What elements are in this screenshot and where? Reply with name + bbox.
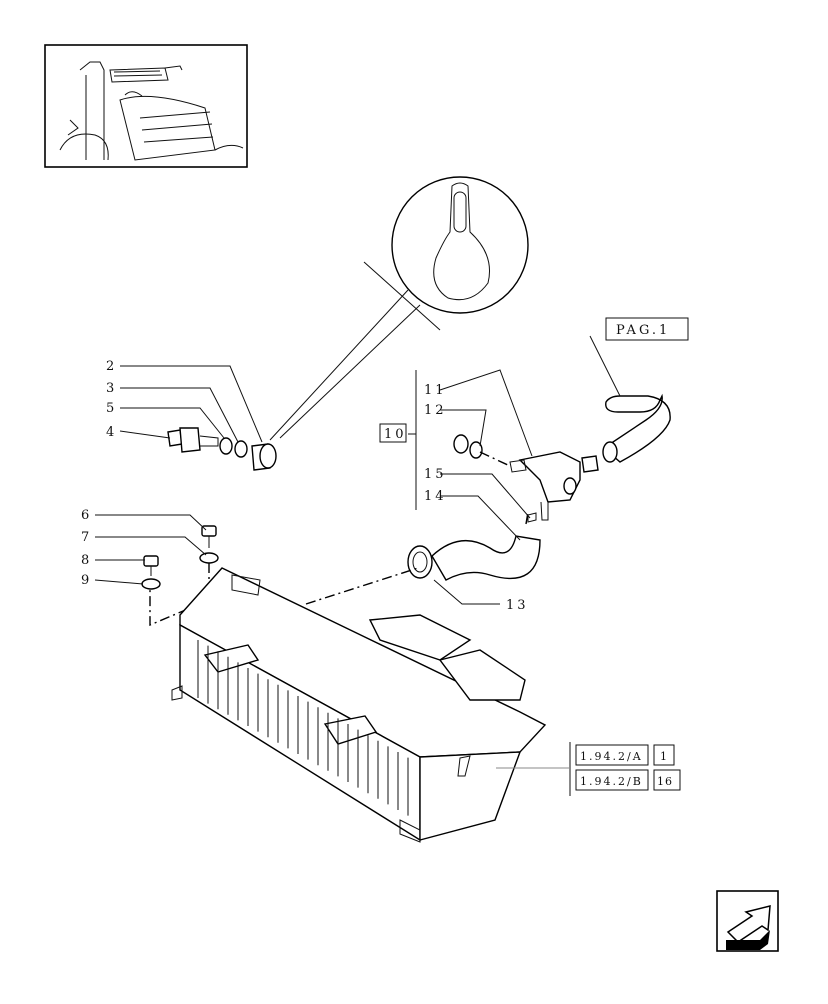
callout-7: 7: [81, 530, 92, 545]
fasteners: [141, 525, 219, 590]
cross-ref-1-qty: 1: [660, 750, 670, 763]
assembly-leaders: [149, 451, 529, 627]
callout-4: 4: [106, 425, 117, 440]
sensor-assembly: [167, 427, 277, 471]
hose-lower: [407, 535, 541, 581]
callout-14: 14: [424, 489, 447, 504]
cross-ref-2-qty: 16: [657, 775, 673, 788]
cross-ref-2: 1.94.2/B: [580, 775, 643, 788]
magnified-detail: [269, 176, 529, 441]
callout-leaders: [94, 365, 571, 796]
hose-upper: [589, 335, 671, 463]
callout-3: 3: [106, 381, 117, 396]
callout-11: 11: [424, 383, 447, 398]
callout-13: 13: [506, 598, 529, 613]
tractor-thumbnail: [44, 44, 248, 168]
group-ref-box: 10: [379, 423, 407, 443]
cross-ref-boxes: 1.94.2/A 1 1.94.2/B 16: [575, 744, 681, 791]
callout-6: 6: [81, 508, 92, 523]
valve-bracket: [453, 434, 599, 523]
callout-5: 5: [106, 401, 117, 416]
cross-ref-1: 1.94.2/A: [580, 750, 643, 763]
page-ref-label: PAG.1: [616, 323, 670, 338]
callout-2: 2: [106, 359, 117, 374]
callout-15: 15: [424, 467, 447, 482]
callout-8: 8: [81, 553, 92, 568]
callout-9: 9: [81, 573, 92, 588]
next-page-arrow-icon[interactable]: [716, 890, 779, 952]
group-ref-label: 10: [384, 427, 407, 442]
callout-12: 12: [424, 403, 447, 418]
tank-body: [171, 567, 547, 843]
page-ref-box: PAG.1: [605, 317, 689, 341]
